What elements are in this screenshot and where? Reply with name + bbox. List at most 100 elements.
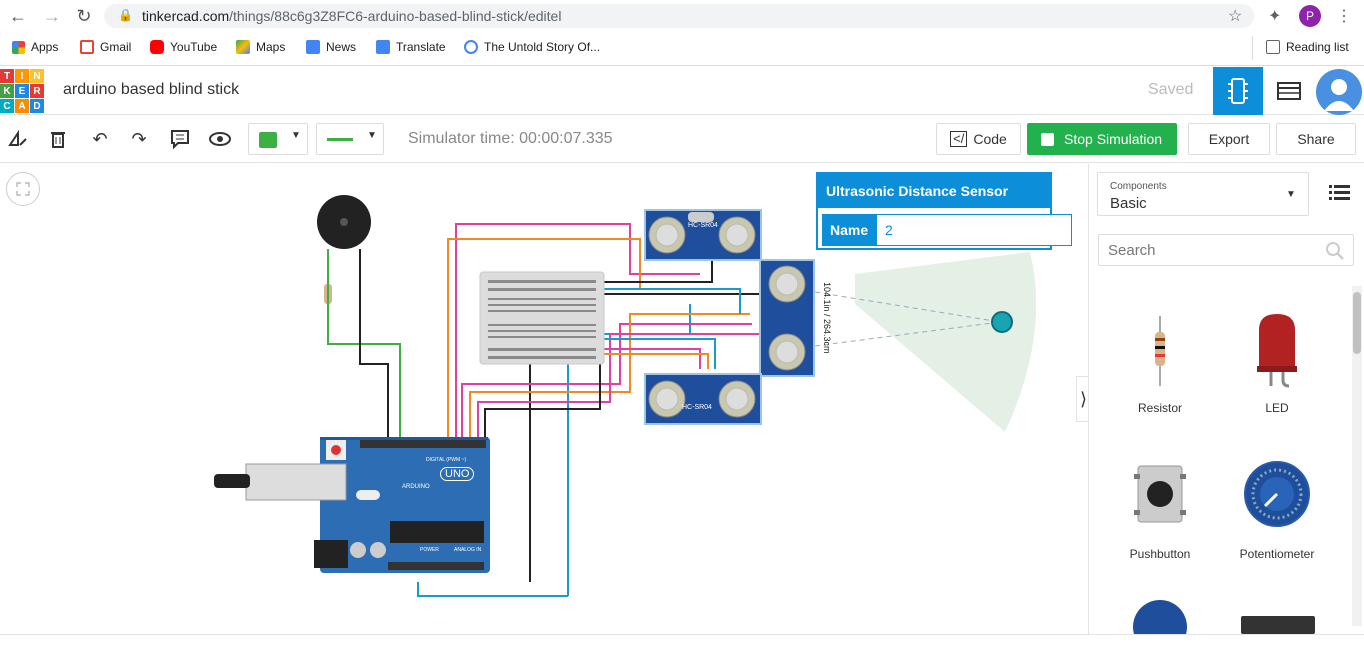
bookmark-label: News	[326, 40, 357, 54]
scrollbar-thumb[interactable]	[1353, 292, 1361, 354]
power-pins-label: POWER	[420, 547, 439, 553]
ultrasonic-sensor-bottom[interactable]	[644, 373, 762, 425]
breadboard[interactable]	[479, 271, 605, 365]
redo-icon[interactable]: ↷	[131, 129, 147, 149]
component-led[interactable]: LED	[1227, 314, 1327, 415]
sensor-range-area	[855, 252, 1037, 432]
component-label: Pushbutton	[1129, 547, 1191, 561]
stop-simulation-button[interactable]: Stop Simulation	[1027, 123, 1177, 155]
bookmark-label: Translate	[396, 40, 446, 54]
project-title[interactable]: arduino based blind stick	[63, 81, 240, 98]
analog-pins-label: ANALOG IN	[454, 547, 482, 553]
name-label: Name	[822, 214, 878, 246]
user-avatar[interactable]	[1316, 69, 1362, 115]
chevron-down-icon: ▼	[1286, 189, 1296, 200]
profile-avatar[interactable]: P	[1299, 5, 1321, 27]
translate-icon	[376, 40, 390, 54]
component-partial-blue[interactable]	[1132, 600, 1188, 634]
sensor-model-label: HC-SR04	[682, 404, 712, 411]
address-bar[interactable]: 🔒 tinkercad.com/things/88c6g3Z8FC6-ardui…	[104, 4, 1254, 28]
eye-icon[interactable]	[208, 127, 232, 151]
component-label: Resistor	[1137, 401, 1182, 415]
list-view-icon[interactable]	[1329, 184, 1351, 207]
pushbutton-icon	[1134, 465, 1186, 523]
youtube-icon	[150, 40, 164, 54]
breadboard-holes	[488, 280, 596, 359]
panel-scrollbar[interactable]	[1352, 286, 1362, 626]
led-icon	[1257, 314, 1297, 388]
chevron-down-icon: ▼	[291, 130, 301, 141]
arduino-brand-label: ARDUINO	[402, 484, 430, 490]
stop-simulation-label: Stop Simulation	[1064, 131, 1163, 147]
reload-icon[interactable]: ↻	[76, 6, 92, 26]
fit-view-button[interactable]	[6, 172, 40, 206]
search-placeholder: Search	[1108, 242, 1156, 259]
expand-icon	[16, 182, 30, 196]
notes-icon[interactable]	[168, 127, 192, 151]
bookmark-translate[interactable]: Translate	[376, 40, 446, 54]
color-picker[interactable]: ▼	[248, 123, 308, 155]
user-icon	[1324, 79, 1354, 111]
simulator-time: Simulator time: 00:00:07.335	[408, 130, 613, 147]
bookmark-youtube[interactable]: YouTube	[150, 40, 217, 54]
export-button[interactable]: Export	[1188, 123, 1270, 155]
sensor-beam-line	[814, 291, 1001, 323]
panel-toggle-chevron-icon[interactable]: ⟩	[1076, 376, 1088, 422]
share-button[interactable]: Share	[1276, 123, 1356, 155]
component-resistor[interactable]: Resistor	[1110, 314, 1210, 415]
buzzer-center	[340, 218, 348, 226]
bookmark-news[interactable]: News	[306, 40, 356, 54]
share-label: Share	[1297, 131, 1335, 147]
bookmark-gmail[interactable]: Gmail	[80, 40, 131, 54]
undo-icon[interactable]: ↶	[92, 129, 108, 149]
bookmark-apps[interactable]: Apps	[12, 40, 58, 54]
code-button[interactable]: </ Code	[936, 123, 1021, 155]
component-partial-dark[interactable]	[1241, 616, 1315, 634]
bookmark-untold-story[interactable]: The Untold Story Of...	[464, 40, 600, 54]
bookmark-label: YouTube	[170, 40, 218, 54]
reading-list-icon	[1266, 40, 1280, 54]
table-icon	[1277, 82, 1301, 100]
ultrasonic-sensor-top[interactable]	[644, 209, 762, 261]
star-icon[interactable]: ☆	[1228, 8, 1243, 25]
components-panel: Components Basic ▼ Search Resistor LED P…	[1088, 164, 1364, 634]
reading-list[interactable]: Reading list	[1266, 40, 1349, 54]
components-dropdown[interactable]: Components Basic ▼	[1097, 172, 1309, 216]
circuit-view-button[interactable]	[1213, 67, 1263, 115]
google-icon	[464, 40, 478, 54]
component-search[interactable]: Search	[1098, 234, 1354, 266]
extensions-icon[interactable]: ✦	[1268, 8, 1282, 25]
news-icon	[306, 40, 320, 54]
export-label: Export	[1208, 131, 1250, 147]
wire-type-picker[interactable]: ▼	[316, 123, 384, 155]
editor-toolbar: ↶ ↷ ▼ ▼ Simulator time: 00:00:07.335 </ …	[0, 116, 1364, 163]
sensor-model-label: HC-SR04	[688, 222, 718, 229]
component-list-view-button[interactable]	[1265, 67, 1313, 115]
bookmark-label: Apps	[31, 40, 59, 54]
name-input[interactable]	[876, 214, 1072, 246]
component-label: Potentiometer	[1239, 547, 1315, 561]
target-object[interactable]	[991, 311, 1013, 333]
menu-icon[interactable]: ⋮	[1336, 8, 1352, 25]
tinkercad-logo[interactable]: T I N K E R C A D	[0, 69, 44, 113]
logo-letter: R	[30, 84, 44, 98]
bookmark-maps[interactable]: Maps	[236, 40, 285, 54]
component-pushbutton[interactable]: Pushbutton	[1110, 460, 1210, 561]
delete-icon[interactable]	[46, 127, 70, 151]
url-path: /things/88c6g3Z8FC6-arduino-based-blind-…	[229, 8, 562, 24]
ultrasonic-sensor-selected[interactable]	[759, 259, 815, 377]
apps-grid-icon	[12, 40, 25, 54]
stop-icon	[1041, 132, 1054, 146]
resistor-icon	[1155, 316, 1165, 386]
component-potentiometer[interactable]: Potentiometer	[1227, 460, 1327, 561]
components-label: Components	[1110, 181, 1167, 192]
bookmark-label: Maps	[256, 40, 286, 54]
back-icon[interactable]: ←	[9, 6, 27, 26]
bookmarks-bar: Apps Gmail YouTube Maps News Translate T…	[0, 32, 1364, 66]
browser-toolbar: ← → ↻ 🔒 tinkercad.com/things/88c6g3Z8FC6…	[0, 0, 1364, 32]
potentiometer-icon	[1244, 461, 1310, 527]
forward-icon[interactable]: →	[43, 6, 61, 26]
logo-letter: C	[0, 99, 14, 113]
logo-letter: T	[0, 69, 14, 83]
rotate-icon[interactable]	[6, 127, 30, 151]
